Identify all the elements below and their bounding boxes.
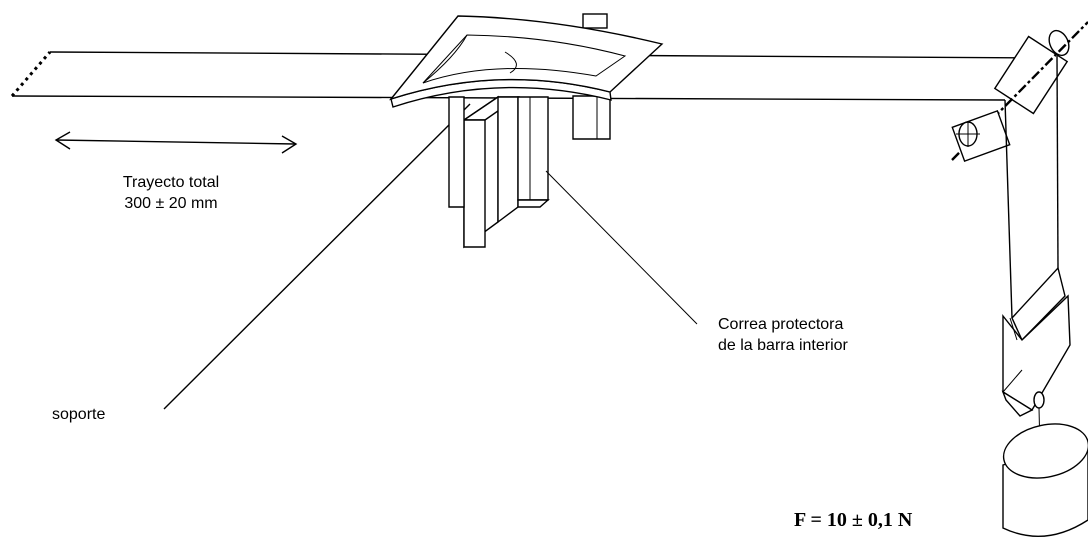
strap-label: Correa protectora de la barra interior (718, 314, 848, 356)
pulley-assembly (951, 21, 1088, 163)
travel-label-line2: 300 ± 20 mm (124, 195, 218, 212)
support-label: soporte (52, 406, 106, 423)
support-rod (163, 103, 471, 410)
weight-clamp (1001, 266, 1071, 417)
cord (1004, 55, 1059, 319)
strap-leader-line (545, 170, 698, 325)
strap-label-line2: de la barra interior (718, 337, 848, 354)
force-label: F = 10 ± 0,1 N (794, 509, 913, 531)
travel-label-line1: Trayecto total (122, 174, 220, 191)
block-assembly (448, 95, 611, 249)
weight (1002, 391, 1088, 538)
travel-label: Trayecto total 300 ± 20 mm (96, 172, 246, 214)
strap-label-line1: Correa protectora (718, 316, 844, 333)
travel-arrow (54, 131, 298, 154)
carriage-plate (388, 13, 664, 108)
